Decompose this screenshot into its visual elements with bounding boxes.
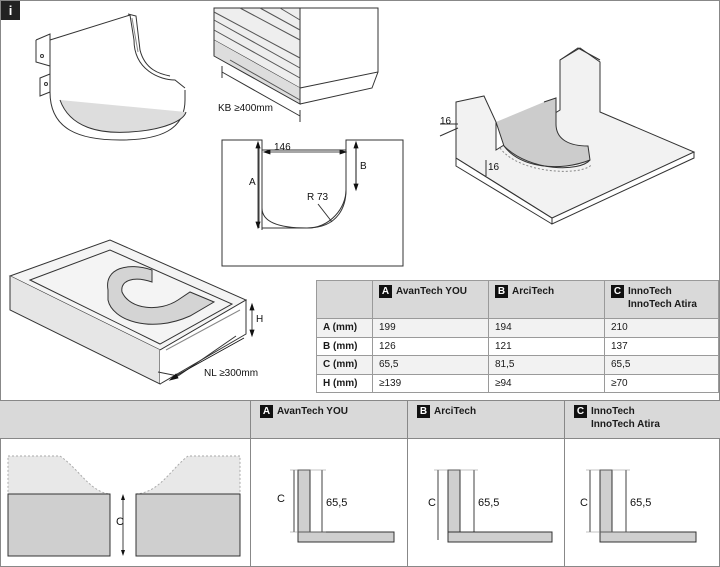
- profile-b-value: 65,5: [478, 497, 500, 509]
- profile-a: [290, 469, 395, 543]
- profile-c: [586, 469, 697, 543]
- profile-a-c-label: C: [277, 493, 285, 505]
- cabinet-illustration: [213, 7, 379, 122]
- table-corner: [316, 280, 373, 319]
- technical-drawings: [8, 7, 696, 385]
- u-profile-illustration: [35, 13, 187, 141]
- nl-label: NL ≥300mm: [204, 368, 259, 379]
- cutout-template: [221, 139, 404, 267]
- bottom-header-band: [0, 400, 720, 438]
- profile-a-value: 65,5: [326, 497, 348, 509]
- bottom-divider: [0, 438, 720, 439]
- kb-label: KB ≥400mm: [218, 103, 273, 114]
- thickness-16-label: 16: [440, 116, 452, 127]
- dim-a-label: A: [249, 177, 256, 188]
- dim-b-label: B: [360, 161, 367, 172]
- profile-b: [434, 469, 553, 543]
- dim-146-label: 146: [274, 142, 291, 153]
- thickness-16-label-2: 16: [488, 162, 500, 173]
- table-row: H (mm)≥139≥94≥70: [316, 373, 719, 393]
- worktop-section: [7, 455, 241, 557]
- profile-c-c-label: C: [580, 497, 588, 509]
- profile-b-c-label: C: [428, 497, 436, 509]
- profile-c-value: 65,5: [630, 497, 652, 509]
- radius-label: R 73: [307, 192, 329, 203]
- info-badge: i: [1, 1, 20, 20]
- h-label: H: [256, 314, 264, 325]
- worktop-c-label: C: [116, 516, 124, 528]
- drawer-illustration: [8, 239, 248, 385]
- sink-base-illustration: [439, 47, 696, 225]
